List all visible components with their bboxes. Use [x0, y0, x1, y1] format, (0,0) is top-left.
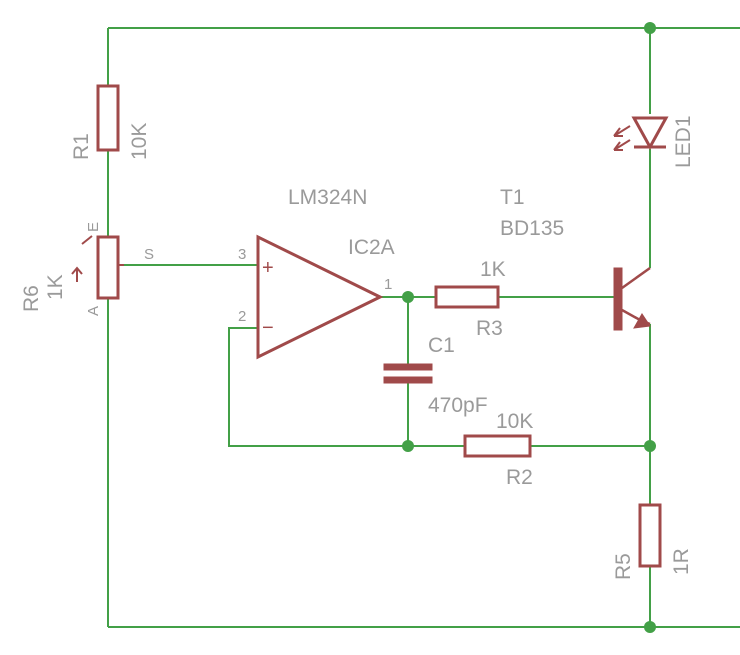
t1-part-label: BD135: [500, 217, 564, 240]
r6-pin-a-label: A: [85, 306, 102, 316]
led1-name-label: LED1: [672, 115, 695, 168]
r3-value-label: 1K: [480, 258, 506, 281]
resistor-r2: 10K R2: [463, 410, 533, 489]
resistor-r1: R1 10K: [70, 84, 151, 160]
opamp-pin3-label: 3: [238, 246, 246, 263]
r5-value-label: 1R: [670, 548, 693, 575]
led-triangle: [631, 116, 669, 151]
t1-collector-lead: [621, 266, 651, 290]
r2-body: [463, 434, 532, 458]
c1-plate-bottom: [383, 376, 433, 384]
c1-value-label: 470pF: [428, 394, 488, 417]
opamp-part-label: LM324N: [288, 186, 367, 209]
wires: [107, 27, 740, 628]
r1-name-label: R1: [70, 133, 93, 160]
c1-plate-top: [383, 363, 433, 371]
opamp-pin1-label: 1: [384, 276, 392, 293]
r3-name-label: R3: [476, 317, 503, 340]
resistor-r5: R5 1R: [612, 503, 693, 580]
r1-value-label: 10K: [128, 123, 151, 160]
r3-body: [434, 285, 500, 309]
r6-value-label: 1K: [44, 274, 67, 300]
r2-value-label: 10K: [496, 410, 533, 433]
junction-dot: [644, 621, 656, 633]
r5-name-label: R5: [612, 553, 635, 580]
opamp-triangle: [256, 234, 384, 360]
r6-pin-e-label: E: [85, 222, 102, 232]
r6-name-label: R6: [20, 285, 43, 312]
led-light-arrow-2: [613, 139, 631, 151]
opamp-minus-sign: −: [262, 317, 274, 339]
r6-pin-s-label: S: [144, 246, 154, 263]
led-led1: LED1: [613, 115, 695, 168]
capacitor-c1: C1 470pF: [383, 334, 488, 417]
opamp-plus-sign: +: [262, 257, 274, 279]
opamp-name-label: IC2A: [348, 236, 395, 259]
t1-emitter-arrow: [633, 313, 651, 329]
junction-dot: [402, 291, 414, 303]
r6-adjust-arrow: [71, 266, 83, 282]
r6-body: [96, 235, 120, 300]
c1-name-label: C1: [428, 334, 455, 357]
pin2-feedback-wire: [228, 327, 465, 447]
t1-name-label: T1: [500, 186, 525, 209]
led-light-arrow-1: [613, 125, 631, 137]
r2-name-label: R2: [506, 466, 533, 489]
r1-body: [96, 84, 120, 152]
opamp-ic2a: + − 3 2 1 LM324N IC2A: [238, 186, 395, 360]
junction-dot: [402, 440, 414, 452]
potentiometer-r6: R6 1K E A S: [20, 222, 154, 316]
junction-dot: [644, 440, 656, 452]
r5-body: [638, 503, 662, 568]
junction-dot: [644, 22, 656, 34]
resistor-r3: 1K R3: [434, 258, 506, 340]
t1-base-bar: [613, 267, 623, 331]
opamp-pin2-label: 2: [238, 308, 246, 325]
r6-adjust-mark: [81, 235, 93, 245]
transistor-t1: T1 BD135: [500, 186, 651, 331]
